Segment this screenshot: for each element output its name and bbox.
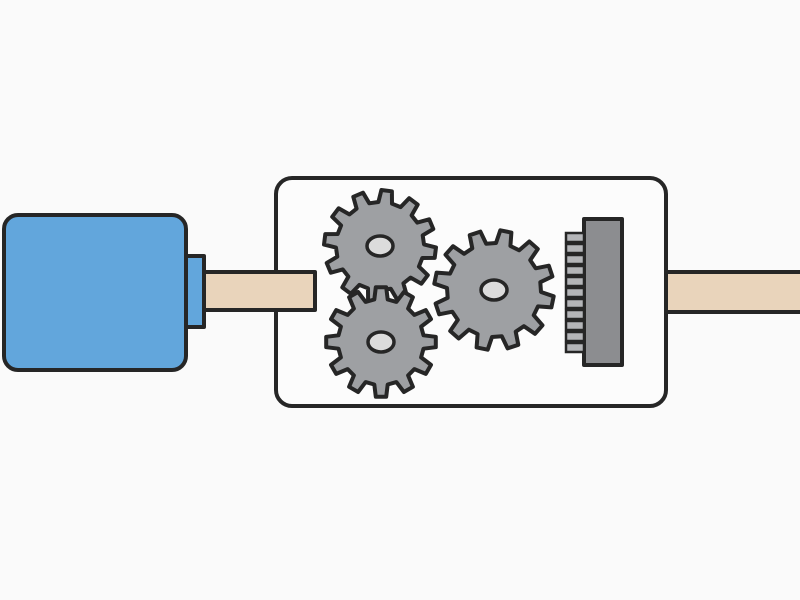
- plate-tooth: [564, 275, 586, 288]
- plate-tooth: [564, 341, 586, 354]
- plate-tooth: [564, 264, 586, 277]
- plate-tooth: [564, 330, 586, 343]
- gear-right-bore: [479, 278, 509, 302]
- plate-tooth: [564, 242, 586, 255]
- gear-upper-left-bore: [365, 234, 395, 258]
- plate-tooth: [564, 253, 586, 266]
- plate-tooth: [564, 308, 586, 321]
- plate-tooth: [564, 319, 586, 332]
- plate-tooth: [564, 231, 586, 244]
- plate-body: [582, 217, 624, 367]
- gears: [322, 188, 556, 399]
- plate-teeth: [564, 231, 586, 354]
- electric-motor-icon: [2, 213, 188, 372]
- input-shaft: [196, 270, 317, 312]
- gear-lower-left-bore: [366, 330, 396, 354]
- plate-tooth: [564, 286, 586, 299]
- plate-tooth: [564, 297, 586, 310]
- toothed-plate-icon: [564, 217, 624, 367]
